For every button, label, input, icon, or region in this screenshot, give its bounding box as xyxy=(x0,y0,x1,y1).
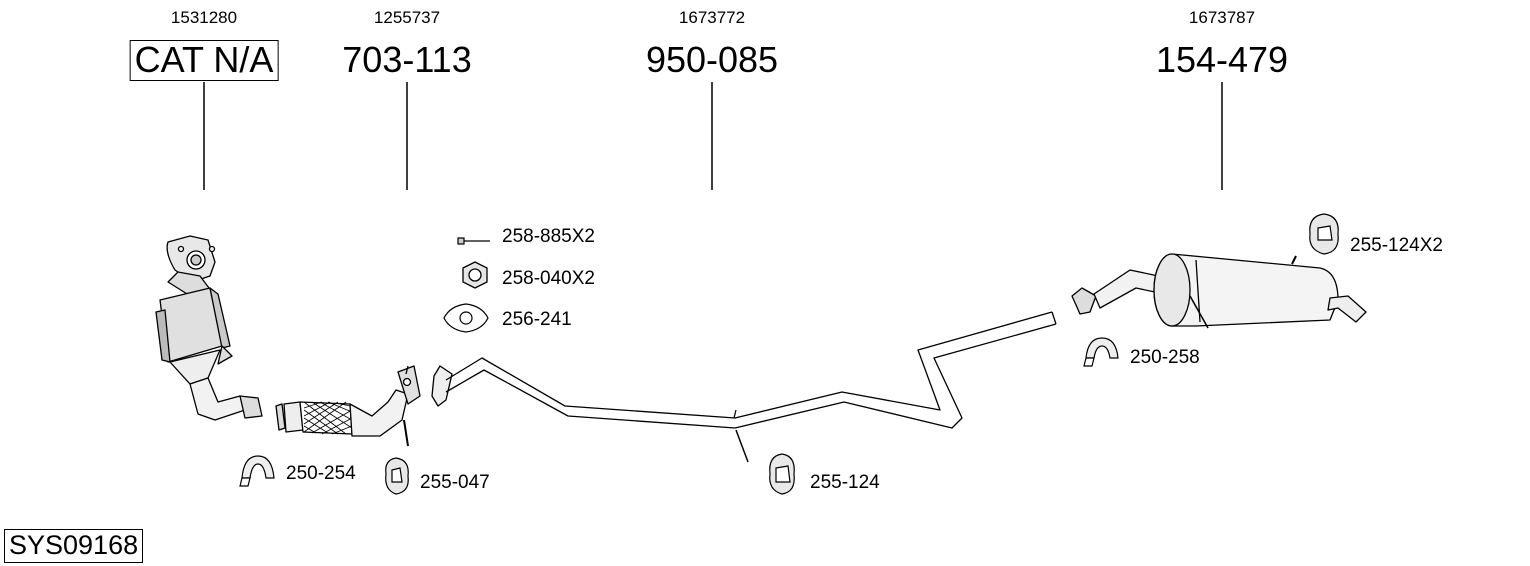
part-number-front-pipe[interactable]: 703-113 xyxy=(342,39,472,80)
accessory-label-nut[interactable]: 258-040X2 xyxy=(502,268,595,289)
clamp-icon xyxy=(1083,337,1119,367)
accessory-label-gasket[interactable]: 256-241 xyxy=(502,309,572,330)
oe-number-front-pipe: 1255737 xyxy=(373,8,441,27)
accessory-label-clamp-rear[interactable]: 250-258 xyxy=(1130,347,1200,368)
oe-number-rear-silencer: 1673787 xyxy=(1188,8,1256,27)
accessory-label-mount-front[interactable]: 255-047 xyxy=(420,472,490,493)
system-code-label: SYS09168 xyxy=(4,529,144,564)
nut-icon xyxy=(462,261,488,289)
front-pipe-drawing xyxy=(275,365,421,447)
clamp-icon xyxy=(239,455,275,487)
oe-number-middle-pipe: 1673772 xyxy=(678,8,746,27)
gasket-icon xyxy=(443,303,489,333)
accessory-label-mount-rear[interactable]: 255-124X2 xyxy=(1350,235,1443,256)
oe-number-catalyst: 1531280 xyxy=(170,8,238,27)
part-number-rear-silencer[interactable]: 154-479 xyxy=(1155,39,1289,80)
catalyst-drawing xyxy=(155,235,263,421)
part-number-catalyst[interactable]: CAT N/A xyxy=(129,40,279,81)
middle-pipe-drawing xyxy=(431,311,1057,463)
bolt-icon xyxy=(457,237,490,245)
accessory-label-clamp-front[interactable]: 250-254 xyxy=(286,463,356,484)
accessory-label-bolt[interactable]: 258-885X2 xyxy=(502,226,595,247)
rear-silencer-drawing xyxy=(1071,253,1367,329)
rubber-mount-icon xyxy=(1309,213,1339,255)
rubber-mount-icon xyxy=(385,457,409,495)
accessory-label-mount-middle[interactable]: 255-124 xyxy=(810,472,880,493)
part-number-middle-pipe[interactable]: 950-085 xyxy=(645,39,779,80)
rubber-mount-icon xyxy=(769,453,795,495)
